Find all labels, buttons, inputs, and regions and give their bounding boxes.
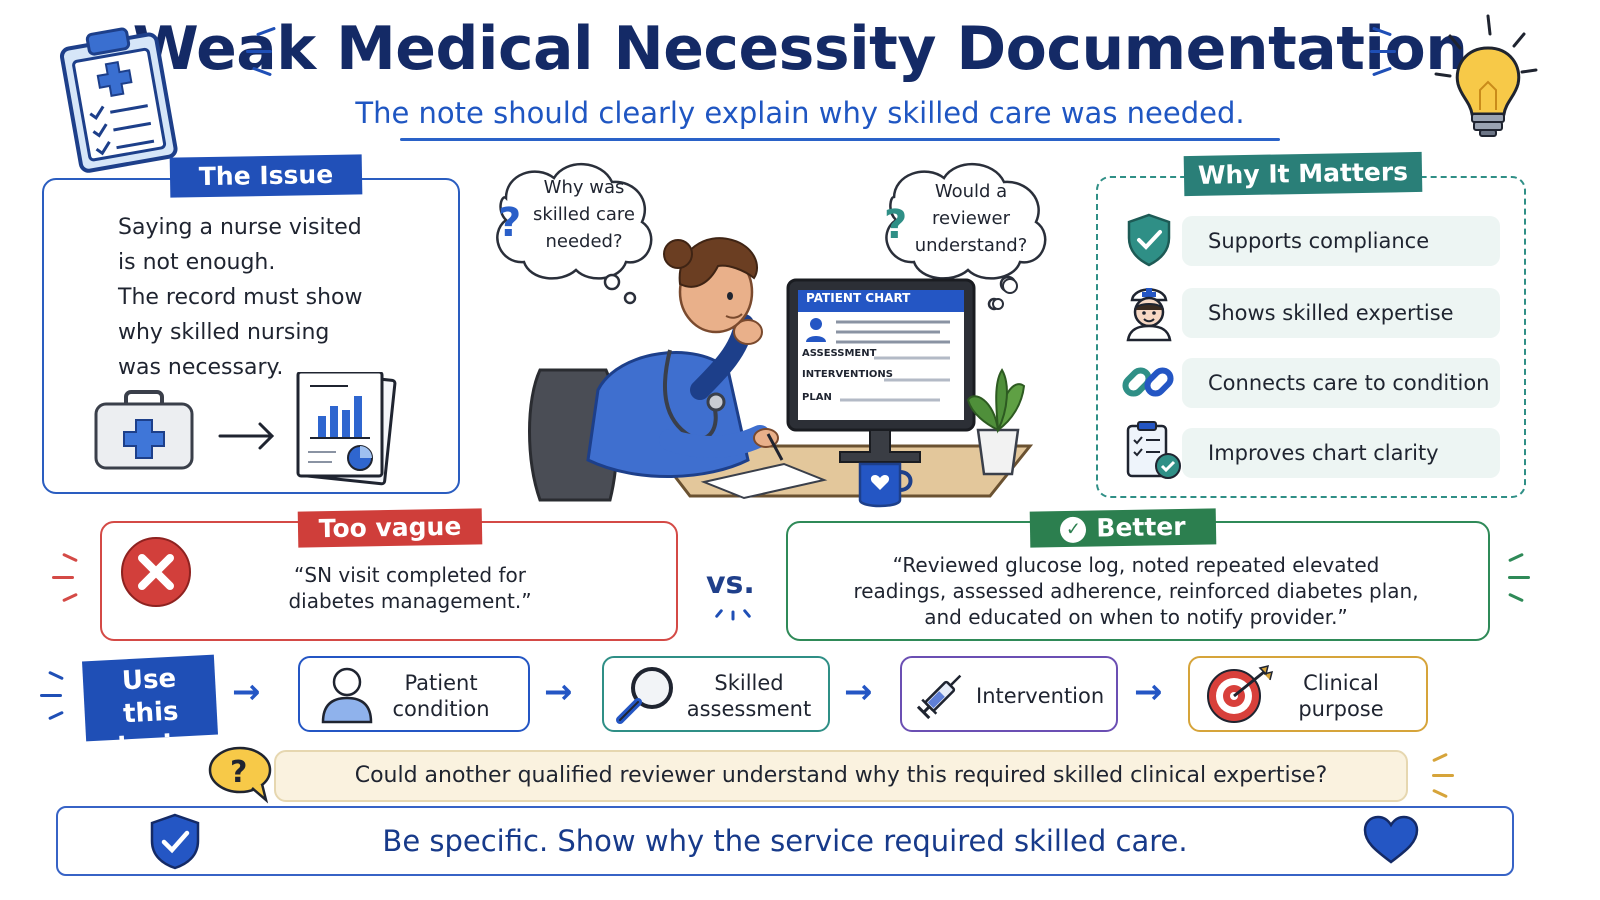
target-icon <box>1207 664 1274 723</box>
issue-text: Saying a nurse visited is not enough. Th… <box>118 210 438 385</box>
better-heading-box: ✓ Better <box>1029 508 1217 548</box>
question-bubble-icon: ? <box>208 746 272 804</box>
matters-item-connects: Connects care to condition <box>1182 358 1500 408</box>
thought-line: skilled care <box>532 204 636 225</box>
clipboard-icon <box>59 27 178 173</box>
thought-left-text: Why was skilled care needed? <box>524 174 644 255</box>
person-icon <box>321 667 373 724</box>
shield-check-icon <box>1127 213 1171 267</box>
step-label-line: purpose <box>1298 697 1384 721</box>
check-circle-icon: ✓ <box>1060 516 1087 544</box>
step-label-line: Clinical <box>1303 671 1379 695</box>
nurse-icon <box>1126 288 1172 342</box>
issue-line: is not enough. <box>118 250 276 275</box>
thought-line: understand? <box>914 235 1028 256</box>
flow-arrow-icon: → <box>544 672 573 712</box>
thought-line: needed? <box>545 231 623 252</box>
page-title: Weak Medical Necessity Documentation <box>132 14 1468 84</box>
better-quote-line: readings, assessed adherence, reinforced… <box>853 579 1419 603</box>
logic-heading-line: this logic <box>116 696 189 763</box>
step-label-line: Patient <box>404 671 478 695</box>
vs-label: vs. <box>706 566 755 601</box>
step-label: Skilled assessment <box>684 670 814 722</box>
issue-line: Saying a nurse visited <box>118 215 362 240</box>
shield-check-icon <box>150 813 200 870</box>
step-label-line: assessment <box>686 697 812 721</box>
screen-title: PATIENT CHART <box>806 291 911 305</box>
better-quote: “Reviewed glucose log, noted repeated el… <box>806 552 1466 630</box>
medical-bag-icon <box>94 390 194 470</box>
right-arrow-icon <box>218 422 275 450</box>
flow-arrow-icon: → <box>844 672 873 712</box>
thought-line: Would a <box>934 181 1008 202</box>
thought-line: reviewer <box>931 208 1010 229</box>
screen-row-plan: PLAN <box>802 392 832 403</box>
vague-quote: “SN visit completed for diabetes managem… <box>220 562 600 614</box>
footer-banner: Be specific. Show why the service requir… <box>56 806 1514 876</box>
flow-arrow-icon: → <box>1134 672 1163 712</box>
reviewer-question: Could another qualified reviewer underst… <box>274 750 1408 802</box>
step-label-line: Skilled <box>714 671 784 695</box>
svg-text:?: ? <box>230 755 247 790</box>
plant-icon <box>976 428 1020 476</box>
magnifier-icon <box>616 667 673 724</box>
matters-item-clarity: Improves chart clarity <box>1182 428 1500 478</box>
why-it-matters-heading: Why It Matters <box>1183 151 1423 197</box>
x-mark-icon <box>121 537 191 607</box>
question-mark-icon: ? <box>884 202 907 248</box>
screen-row-assessment: ASSESSMENT <box>802 348 877 359</box>
report-icon <box>296 372 397 486</box>
lightbulb-icon <box>1434 14 1538 137</box>
bag-to-report-illustration <box>94 372 397 486</box>
matters-item-compliance: Supports compliance <box>1182 216 1500 266</box>
page-subtitle: The note should clearly explain why skil… <box>355 96 1245 130</box>
screen-row-interventions: INTERVENTIONS <box>802 369 893 380</box>
issue-line: was necessary. <box>118 355 284 380</box>
chain-link-icon <box>1122 367 1174 397</box>
thought-bubble-left: ? <box>496 163 653 305</box>
matters-item-expertise: Shows skilled expertise <box>1182 288 1500 338</box>
better-quote-line: and educated on when to notify provider.… <box>924 605 1348 629</box>
heart-icon <box>1363 815 1419 864</box>
better-quote-line: “Reviewed glucose log, noted repeated el… <box>892 553 1380 577</box>
question-mark-icon: ? <box>498 200 521 246</box>
step-label: Intervention <box>976 684 1105 708</box>
step-label: Patient condition <box>386 670 496 722</box>
step-label-line: condition <box>392 697 490 721</box>
flow-arrow-icon: → <box>232 672 261 712</box>
better-panel <box>786 521 1490 641</box>
vague-quote-line: diabetes management.” <box>288 589 532 613</box>
subtitle-underline <box>400 138 1280 141</box>
step-label: Clinical purpose <box>1286 670 1396 722</box>
issue-line: why skilled nursing <box>118 320 330 345</box>
thought-line: Why was <box>543 177 625 198</box>
thought-right-text: Would a reviewer understand? <box>906 178 1036 259</box>
syringe-icon <box>916 674 962 720</box>
issue-line: The record must show <box>118 285 363 310</box>
use-this-logic-heading: Use this logic <box>81 654 219 763</box>
vague-quote-line: “SN visit completed for <box>294 563 526 587</box>
issue-heading: The Issue <box>169 154 363 198</box>
nurse-at-computer-illustration <box>528 237 1034 508</box>
better-heading: Better <box>1096 511 1186 543</box>
clipboard-check-icon <box>1126 421 1181 479</box>
too-vague-heading: Too vague <box>297 508 483 548</box>
